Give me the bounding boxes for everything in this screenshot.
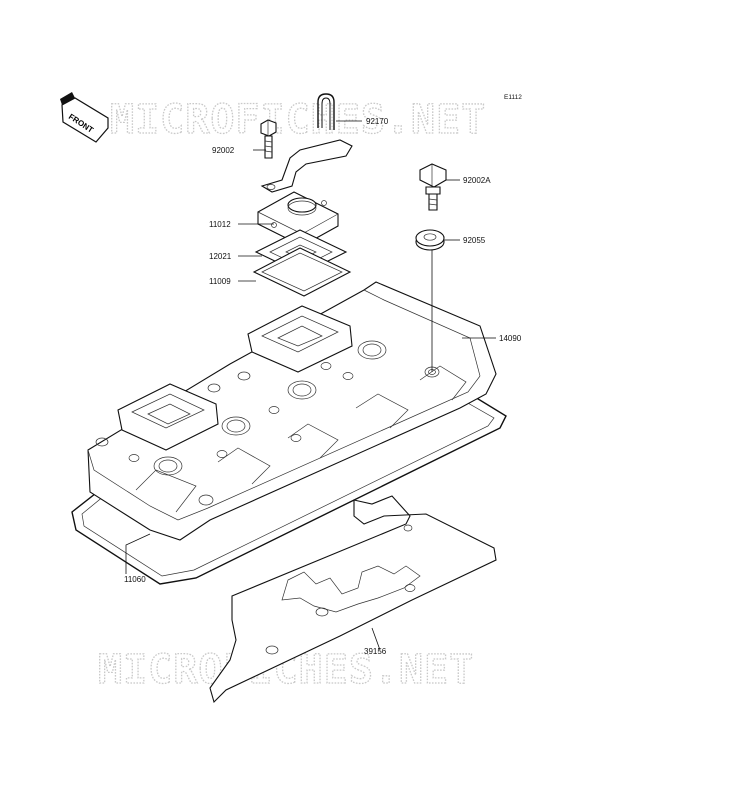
label-92170: 92170 xyxy=(366,117,389,126)
label-92002A: 92002A xyxy=(463,176,491,185)
part-92002-bolt[interactable] xyxy=(260,119,277,159)
label-92002: 92002 xyxy=(212,146,235,155)
part-11009-gasket[interactable] xyxy=(252,247,352,297)
label-11012: 11012 xyxy=(209,220,231,229)
part-92055-grommet[interactable] xyxy=(415,229,445,251)
label-39156: 39156 xyxy=(364,647,387,656)
part-39156-pad[interactable] xyxy=(209,495,497,704)
label-11060: 11060 xyxy=(124,575,146,584)
part-92170-clamp[interactable] xyxy=(260,93,353,193)
front-arrow-icon: FRONT xyxy=(60,92,109,143)
part-92002A-bolt[interactable] xyxy=(419,163,447,211)
watermark-top: MICROFICHES.NET xyxy=(110,97,486,143)
label-14090: 14090 xyxy=(499,334,522,343)
part-14090-cylinder-head-cover[interactable] xyxy=(87,281,497,541)
label-92055: 92055 xyxy=(463,236,486,245)
reference-code: E1112 xyxy=(504,94,522,101)
label-12021: 12021 xyxy=(209,252,232,261)
leader-lines xyxy=(125,120,496,651)
label-11009: 11009 xyxy=(209,277,231,286)
